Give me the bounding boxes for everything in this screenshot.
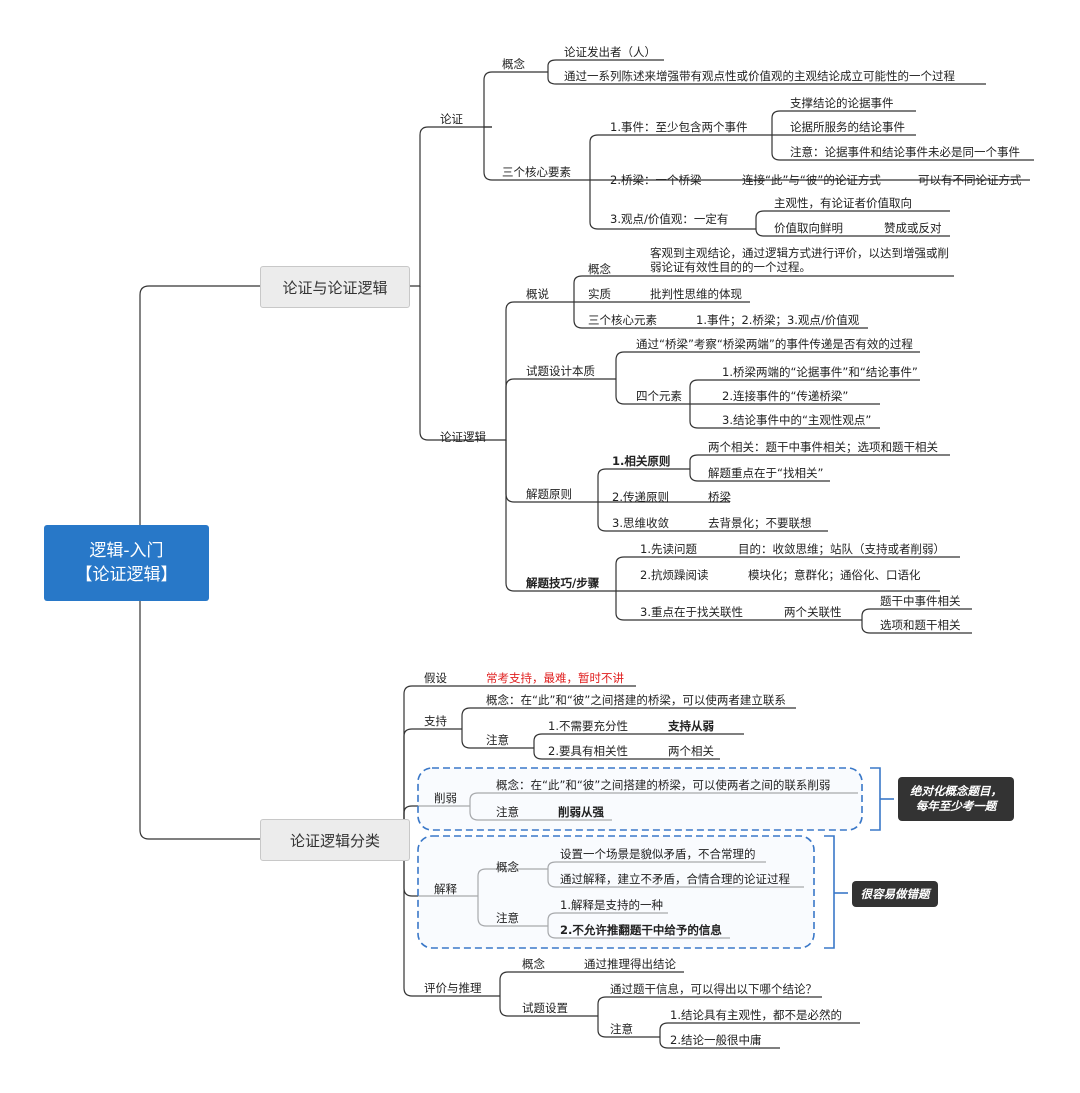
- node-view[interactable]: 3.观点/价值观：一定有: [610, 212, 729, 226]
- node-design-four-item[interactable]: 1.桥梁两端的“论据事件”和“结论事件”: [722, 365, 918, 379]
- node-explain-concept-item[interactable]: 通过解释，建立不矛盾，合情合理的论证过程: [560, 872, 790, 886]
- node-weaken-note-value[interactable]: 削弱从强: [558, 805, 604, 819]
- explain-bracket: [824, 835, 835, 949]
- node-step-3-mid[interactable]: 两个关联性: [784, 605, 842, 619]
- node-overview-essence-text[interactable]: 批判性思维的体现: [650, 287, 742, 301]
- node-weaken-note[interactable]: 注意: [496, 805, 519, 819]
- node-overview-essence-label[interactable]: 实质: [588, 287, 611, 301]
- node-bridge-connect[interactable]: 连接“此”与“彼”的论证方式: [742, 173, 881, 187]
- node-bridge[interactable]: 2.桥梁：一个桥梁: [610, 173, 702, 187]
- node-support-n2[interactable]: 2.要具有相关性: [548, 744, 628, 758]
- node-transfer-value[interactable]: 桥梁: [708, 490, 731, 504]
- weaken-callout-line2: 每年至少考一题: [915, 799, 997, 813]
- node-transfer[interactable]: 2.传递原则: [612, 490, 669, 504]
- root-subtitle: 【论证逻辑】: [75, 565, 178, 585]
- node-assume-note[interactable]: 常考支持，最难，暂时不讲: [486, 671, 624, 685]
- node-core-elements[interactable]: 三个核心要素: [502, 165, 571, 179]
- branch-logic-types[interactable]: 论证逻辑分类: [260, 819, 410, 861]
- node-design-four[interactable]: 四个元素: [636, 389, 682, 403]
- node-overview-concept-text[interactable]: 客观到主观结论，通过逻辑方式进行评价，以达到增强或削弱论证有效性目的的一个过程。: [650, 246, 949, 274]
- node-relevance[interactable]: 1.相关原则: [612, 454, 671, 468]
- node-support-note[interactable]: 注意: [486, 733, 509, 747]
- node-principles[interactable]: 解题原则: [526, 487, 572, 501]
- node-relevance-item[interactable]: 两个相关：题干中事件相关；选项和题干相关: [708, 440, 938, 454]
- node-event[interactable]: 1.事件：至少包含两个事件: [610, 120, 748, 134]
- root-title: 逻辑-入门: [89, 541, 164, 561]
- node-support-concept[interactable]: 概念：在“此”和“彼”之间搭建的桥梁，可以使两者建立联系: [486, 693, 786, 707]
- node-explain-note-item[interactable]: 2.不允许推翻题干中给予的信息: [560, 923, 722, 937]
- node-support-n2-value[interactable]: 两个相关: [668, 744, 714, 758]
- node-step-1[interactable]: 1.先读问题: [640, 542, 697, 556]
- node-eval[interactable]: 评价与推理: [424, 981, 482, 995]
- node-overview-concept-label[interactable]: 概念: [588, 262, 611, 276]
- node-design-four-item[interactable]: 3.结论事件中的“主观性观点”: [722, 413, 872, 427]
- node-eval-note[interactable]: 注意: [610, 1022, 633, 1036]
- node-event-item[interactable]: 支撑结论的论据事件: [790, 96, 894, 110]
- node-assume[interactable]: 假设: [424, 671, 447, 685]
- node-eval-note-item[interactable]: 2.结论一般很中庸: [670, 1033, 762, 1047]
- explain-callout-text: 很容易做错题: [860, 886, 930, 901]
- node-argument[interactable]: 论证: [440, 112, 463, 126]
- node-step-3-item[interactable]: 题干中事件相关: [880, 594, 961, 608]
- node-event-item[interactable]: 注意：论据事件和结论事件未必是同一个事件: [790, 145, 1020, 159]
- node-concept-item[interactable]: 论证发出者（人）: [564, 45, 656, 59]
- node-view-clear[interactable]: 价值取向鲜明: [774, 221, 843, 235]
- node-steps[interactable]: 解题技巧/步骤: [526, 576, 600, 590]
- node-argument-concept[interactable]: 概念: [502, 57, 525, 71]
- weaken-bracket: [870, 767, 881, 831]
- node-weaken[interactable]: 削弱: [434, 791, 457, 805]
- node-step-2-value[interactable]: 模块化；意群化；通俗化、口语化: [748, 568, 921, 582]
- node-converge[interactable]: 3.思维收敛: [612, 516, 669, 530]
- weaken-region: [417, 767, 863, 831]
- node-design[interactable]: 试题设计本质: [526, 364, 595, 378]
- node-concept-item[interactable]: 通过一系列陈述来增强带有观点性或价值观的主观结论成立可能性的一个过程: [564, 69, 955, 83]
- node-overview-core-label[interactable]: 三个核心元素: [588, 313, 657, 327]
- node-step-3[interactable]: 3.重点在于找关联性: [640, 605, 743, 619]
- node-design-desc[interactable]: 通过“桥梁”考察“桥梁两端”的事件传递是否有效的过程: [636, 337, 913, 351]
- node-explain-note[interactable]: 注意: [496, 911, 519, 925]
- node-converge-value[interactable]: 去背景化；不要联想: [708, 516, 812, 530]
- explain-callout[interactable]: 很容易做错题: [852, 881, 938, 907]
- node-support-n1[interactable]: 1.不需要充分性: [548, 719, 628, 733]
- node-support-n1-value[interactable]: 支持从弱: [668, 719, 714, 733]
- node-explain-concept[interactable]: 概念: [496, 860, 519, 874]
- node-overview-core-text[interactable]: 1.事件；2.桥梁；3.观点/价值观: [696, 313, 860, 327]
- node-design-four-item[interactable]: 2.连接事件的“传递桥梁”: [722, 389, 849, 403]
- node-view-stance[interactable]: 赞成或反对: [884, 221, 942, 235]
- node-view-subjective[interactable]: 主观性，有论证者价值取向: [774, 196, 912, 210]
- root-node[interactable]: 逻辑-入门 【论证逻辑】: [44, 525, 209, 601]
- node-overview[interactable]: 概说: [526, 287, 549, 301]
- node-eval-concept[interactable]: 概念: [522, 957, 545, 971]
- node-step-1-value[interactable]: 目的：收敛思维；站队（支持或者削弱）: [738, 542, 945, 556]
- node-eval-design[interactable]: 试题设置: [522, 1001, 568, 1015]
- node-eval-concept-value[interactable]: 通过推理得出结论: [584, 957, 676, 971]
- node-explain[interactable]: 解释: [434, 882, 457, 896]
- node-explain-note-item[interactable]: 1.解释是支持的一种: [560, 898, 663, 912]
- node-logic[interactable]: 论证逻辑: [440, 430, 486, 444]
- branch-argument-logic[interactable]: 论证与论证逻辑: [260, 266, 410, 308]
- node-event-item[interactable]: 论据所服务的结论事件: [790, 120, 905, 134]
- weaken-callout-line1: 绝对化概念题目，: [910, 784, 1002, 798]
- node-support[interactable]: 支持: [424, 714, 447, 728]
- node-explain-concept-item[interactable]: 设置一个场景是貌似矛盾，不合常理的: [560, 847, 756, 861]
- node-step-3-item[interactable]: 选项和题干相关: [880, 618, 961, 632]
- node-relevance-item[interactable]: 解题重点在于“找相关”: [708, 466, 824, 480]
- node-eval-note-item[interactable]: 1.结论具有主观性，都不是必然的: [670, 1008, 842, 1022]
- explain-region: [417, 835, 815, 949]
- node-weaken-concept[interactable]: 概念：在“此”和“彼”之间搭建的桥梁，可以使两者之间的联系削弱: [496, 778, 831, 792]
- weaken-callout[interactable]: 绝对化概念题目， 每年至少考一题: [898, 777, 1014, 821]
- node-eval-design-value[interactable]: 通过题干信息，可以得出以下哪个结论？: [610, 982, 817, 996]
- node-bridge-note[interactable]: 可以有不同论证方式: [918, 173, 1022, 187]
- node-step-2[interactable]: 2.抗烦躁阅读: [640, 568, 709, 582]
